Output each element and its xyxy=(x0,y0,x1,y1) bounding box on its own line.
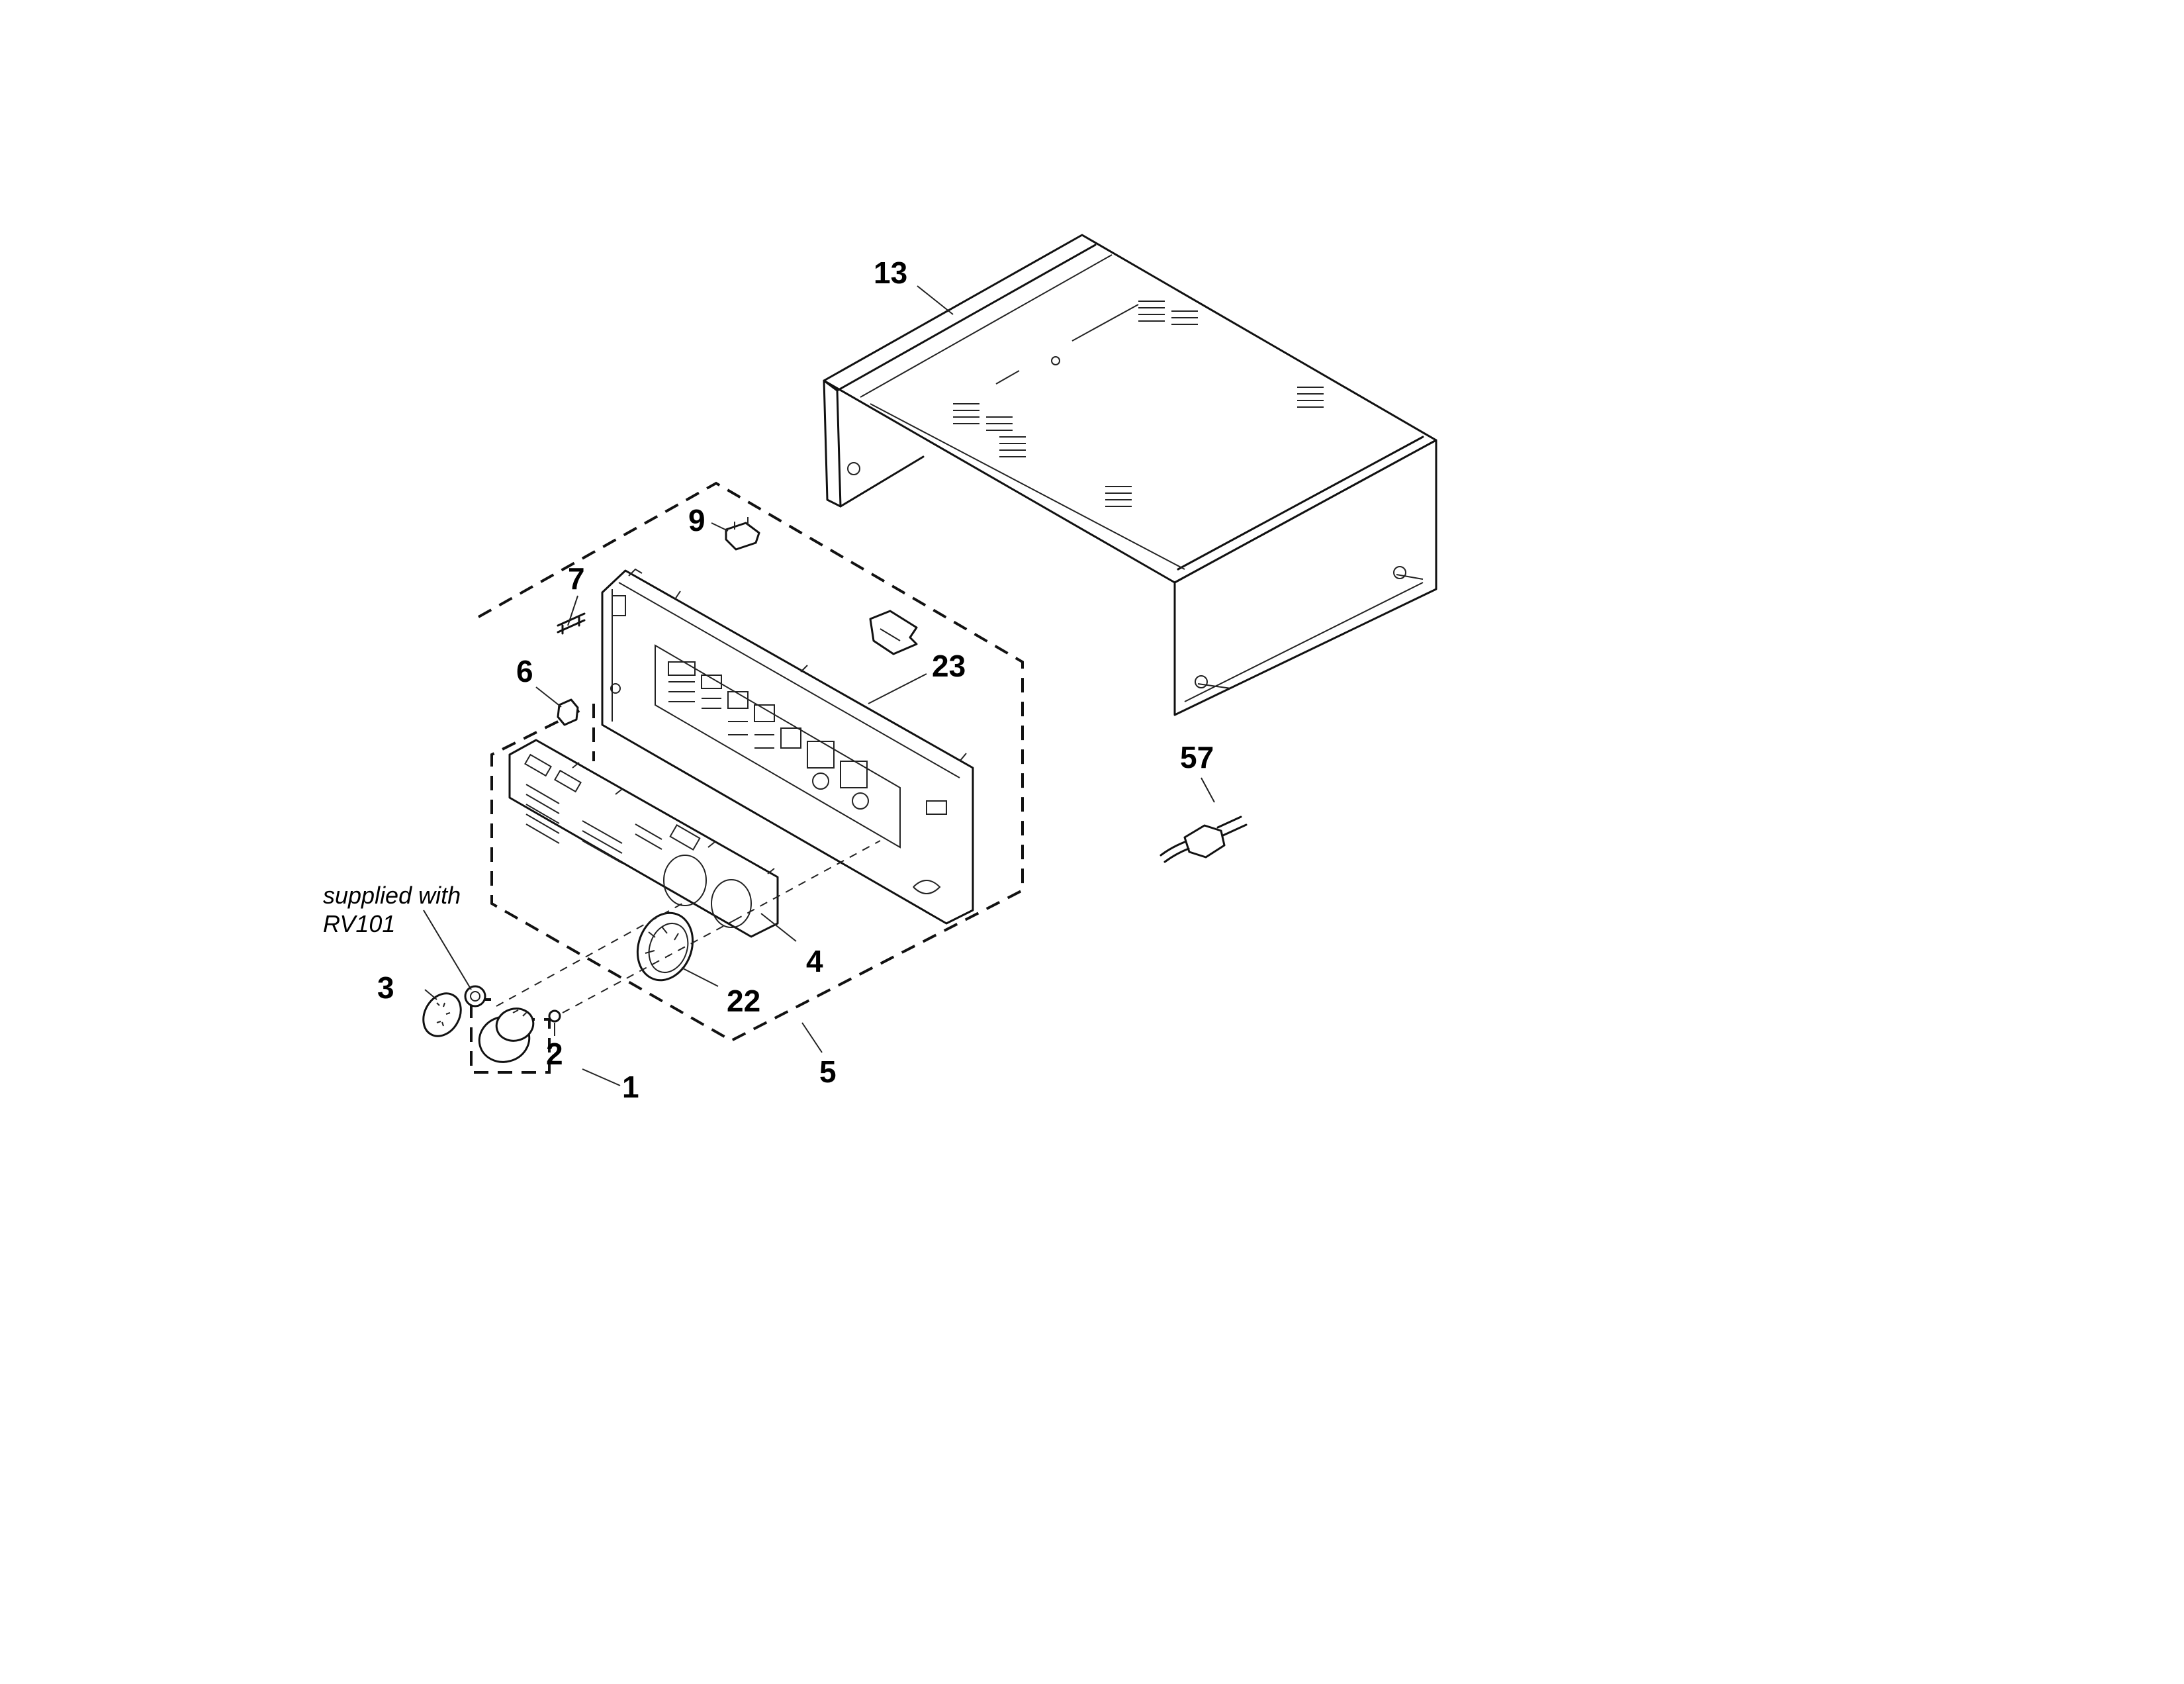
note-line-2: RV101 xyxy=(323,910,395,937)
top-cover xyxy=(823,234,1437,716)
part-7-pin xyxy=(557,612,586,635)
callout-22: 22 xyxy=(727,984,760,1018)
dial-plate xyxy=(422,992,462,1037)
screw-hole-icon xyxy=(847,462,860,475)
callout-4: 4 xyxy=(806,944,823,978)
leader-lines xyxy=(423,285,1215,1086)
front-bezel xyxy=(508,739,779,938)
callout-1: 1 xyxy=(622,1070,639,1104)
callout-23: 23 xyxy=(932,649,966,683)
vent-slots xyxy=(953,301,1324,507)
callout-9: 9 xyxy=(688,503,705,538)
front-chassis-panel xyxy=(601,568,974,925)
callout-7: 7 xyxy=(568,561,585,596)
screw-hole-icon xyxy=(1393,566,1406,579)
callout-2: 2 xyxy=(546,1037,563,1071)
nut-rv101 xyxy=(464,985,486,1007)
part-6-button xyxy=(557,698,579,726)
callout-6: 6 xyxy=(516,654,533,688)
callout-13: 13 xyxy=(874,256,907,290)
front-panel-assembly-boundary xyxy=(470,481,1024,1074)
volume-knob xyxy=(478,1007,535,1063)
callout-57: 57 xyxy=(1180,740,1214,774)
power-cord xyxy=(1160,816,1248,863)
note-line-1: supplied with xyxy=(323,882,461,909)
callout-5: 5 xyxy=(819,1054,837,1089)
callout-3: 3 xyxy=(377,970,394,1005)
screw-hole-icon xyxy=(1195,675,1208,688)
knob-ring xyxy=(636,912,694,982)
part-9-clip xyxy=(725,517,760,551)
panel-circuit-area xyxy=(655,644,901,849)
small-washer xyxy=(548,1009,561,1023)
